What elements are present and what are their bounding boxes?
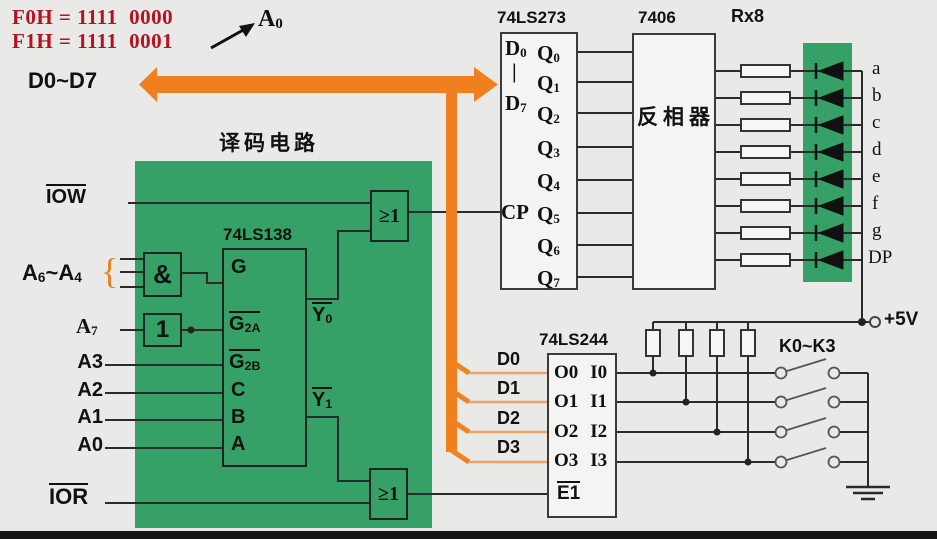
not-gate bbox=[143, 313, 182, 347]
pin-cp: CP bbox=[501, 200, 529, 224]
inverter-name: 反相器 bbox=[637, 105, 715, 129]
chip-7406 bbox=[632, 33, 716, 290]
or-gate-top-symbol: ≥1 bbox=[379, 204, 400, 227]
led-c-icon bbox=[814, 115, 844, 135]
and-gate-symbol: & bbox=[153, 259, 172, 289]
a6-a4-label: A6~A4 bbox=[22, 260, 82, 286]
led-label-dp: DP bbox=[868, 247, 893, 268]
pin-q7: Q7 bbox=[537, 266, 560, 290]
led-f-icon bbox=[814, 196, 844, 216]
bus-label: D0~D7 bbox=[28, 68, 98, 93]
chip-74ls273 bbox=[500, 32, 578, 290]
pin-d7: D7 bbox=[505, 91, 527, 115]
or-gate-top bbox=[370, 190, 409, 242]
brace-icon: { bbox=[101, 251, 119, 291]
chip-74ls244-label: 74LS244 bbox=[539, 330, 608, 349]
decoder-title: 译码电路 bbox=[219, 131, 319, 155]
led-label-b: b bbox=[872, 85, 882, 106]
note-f0h: F0H = 1111 0000 bbox=[12, 5, 174, 29]
pin-q2: Q2 bbox=[537, 102, 560, 126]
pointer-arrow-icon bbox=[210, 23, 255, 50]
d0-line-label: D0 bbox=[497, 349, 521, 369]
pin-a: A bbox=[231, 433, 246, 455]
pin-q4: Q4 bbox=[537, 169, 560, 193]
letterbox-bar bbox=[0, 531, 937, 539]
pin-q6: Q6 bbox=[537, 234, 560, 258]
chip-7406-label: 7406 bbox=[638, 8, 676, 27]
switch-k1-icon bbox=[774, 387, 841, 409]
switch-k0-icon bbox=[774, 358, 841, 380]
pin-q1: Q1 bbox=[537, 71, 560, 95]
led-b-icon bbox=[814, 88, 844, 108]
data-bus-arrow bbox=[139, 67, 547, 465]
a0-label: A0 bbox=[77, 434, 103, 456]
pin-e1: E1 bbox=[557, 481, 581, 504]
switch-k3-icon bbox=[774, 447, 841, 469]
chip-74ls138 bbox=[222, 248, 307, 467]
pin-g2b: G2B bbox=[229, 349, 261, 373]
pin-q3: Q3 bbox=[537, 136, 560, 160]
led-label-f: f bbox=[872, 193, 879, 214]
or-gate-bottom bbox=[369, 468, 408, 520]
plus5v-terminal-icon bbox=[869, 316, 881, 328]
d1-line-label: D1 bbox=[497, 378, 521, 398]
iow-label: IOW bbox=[46, 184, 86, 208]
pin-d0: D0 bbox=[505, 36, 527, 60]
chip-74ls244 bbox=[547, 353, 617, 518]
a2-label: A2 bbox=[77, 379, 103, 401]
led-d-icon bbox=[814, 142, 844, 162]
switch-icons bbox=[774, 358, 841, 469]
pin-g2a: G2A bbox=[229, 311, 261, 335]
note-a0: A0 bbox=[258, 6, 283, 33]
pin-q5: Q5 bbox=[537, 202, 560, 226]
led-e-icon bbox=[814, 169, 844, 189]
pin-q0: Q0 bbox=[537, 41, 560, 65]
led-label-d: d bbox=[872, 139, 882, 160]
led-label-a: a bbox=[872, 58, 881, 79]
led-dp-icon bbox=[814, 250, 844, 270]
a3-label: A3 bbox=[77, 351, 103, 373]
note-f1h: F1H = 1111 0001 bbox=[12, 29, 174, 53]
led-a-icon bbox=[814, 61, 844, 81]
not-gate-symbol: 1 bbox=[155, 316, 170, 343]
chip-74ls273-label: 74LS273 bbox=[497, 8, 566, 27]
d2-line-label: D2 bbox=[497, 408, 521, 428]
switch-k2-icon bbox=[774, 417, 841, 439]
a7-label: A7 bbox=[76, 314, 98, 338]
ground-icon bbox=[846, 485, 890, 501]
pin-c: C bbox=[231, 379, 246, 401]
pin-g: G bbox=[231, 256, 247, 278]
ior-label: IOR bbox=[49, 483, 89, 509]
pin-d-range-bar: | bbox=[512, 59, 517, 83]
led-strip-panel bbox=[803, 43, 852, 282]
plus5v-label: +5V bbox=[884, 309, 919, 330]
a1-label: A1 bbox=[77, 406, 103, 428]
pin-y1: Y1 bbox=[312, 387, 333, 411]
k0-k3-label: K0~K3 bbox=[779, 336, 836, 356]
and-gate bbox=[143, 252, 182, 297]
chip-74ls138-label: 74LS138 bbox=[223, 225, 292, 244]
pullup-resistor-icons bbox=[645, 329, 756, 357]
rx8-label: Rx8 bbox=[731, 6, 765, 26]
led-g-icon bbox=[814, 223, 844, 243]
led-icons bbox=[814, 61, 844, 270]
led-label-c: c bbox=[872, 112, 881, 133]
d3-line-label: D3 bbox=[497, 437, 521, 457]
pin-b: B bbox=[231, 406, 246, 428]
resistor-row-icons bbox=[740, 64, 791, 267]
led-label-g: g bbox=[872, 220, 882, 241]
pin-y0: Y0 bbox=[312, 302, 333, 326]
led-label-e: e bbox=[872, 166, 881, 187]
or-gate-bottom-symbol: ≥1 bbox=[378, 482, 399, 505]
junction-dots bbox=[187, 318, 866, 466]
